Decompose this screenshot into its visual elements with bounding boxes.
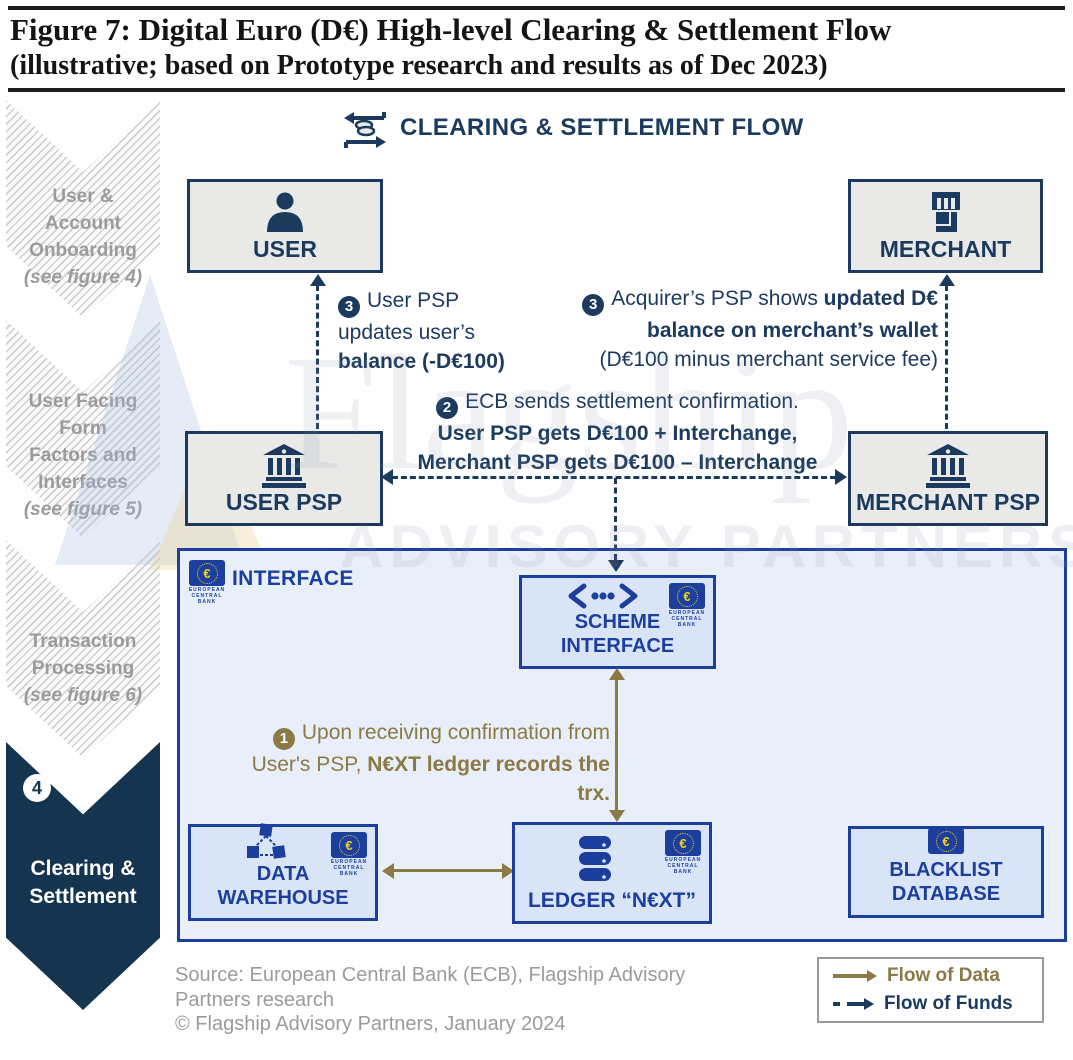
funds-line-to-scheme (614, 478, 617, 560)
funds-line-psp-to-psp (392, 476, 836, 479)
funds-arrowhead-to-merchant (939, 274, 955, 286)
source-note: Source: European Central Bank (ECB), Fla… (175, 964, 686, 1035)
funds-arrowhead-to-user-psp (381, 469, 393, 485)
data-arrowhead-right (502, 863, 514, 879)
data-flow-arrow-icon (833, 974, 867, 978)
user-box: USER (187, 179, 383, 273)
flow-title: CLEARING & SETTLEMENT FLOW (400, 114, 804, 141)
title-rule-bottom (8, 88, 1065, 92)
blacklist-database-box: € BLACKLIST DATABASE (848, 826, 1044, 918)
merchant-label: MERCHANT (879, 236, 1012, 262)
user-psp-label: USER PSP (225, 489, 343, 515)
data-warehouse-label: DATA WAREHOUSE (217, 863, 349, 909)
chevron-step-1-label: User & Account Onboarding (see figure 4) (23, 186, 143, 288)
step-2-badge: 2 (436, 396, 459, 419)
data-line-vertical (615, 678, 618, 812)
step-1-badge: 1 (272, 727, 295, 750)
chevron-step-3-label: Transaction Processing (see figure 6) (23, 631, 143, 706)
merchant-psp-label: MERCHANT PSP (855, 489, 1040, 515)
funds-arrowhead-to-scheme (608, 560, 624, 572)
ecb-logo: € (926, 828, 966, 854)
bank-icon (260, 434, 308, 489)
data-line-horizontal (392, 869, 504, 872)
api-icon (522, 578, 713, 610)
user-label: USER (253, 236, 317, 262)
storefront-icon (923, 182, 969, 236)
data-arrowhead-up (609, 668, 625, 680)
step-3-badge: 3 (338, 295, 360, 318)
legend-flow-of-funds: Flow of Funds (833, 992, 1042, 1016)
funds-arrowhead-to-merchant-psp (835, 469, 847, 485)
bank-icon (924, 434, 972, 489)
step-4-number-badge: 4 (23, 774, 51, 802)
funds-flow-arrow-icon (833, 1002, 840, 1006)
funds-line-user (316, 285, 319, 429)
database-icon (515, 825, 709, 889)
funds-arrowhead-to-user (310, 274, 326, 286)
legend: Flow of Data Flow of Funds (817, 957, 1044, 1023)
step-3-badge: 3 (582, 293, 605, 316)
figure-title: Figure 7: Digital Euro (D€) High-level C… (10, 12, 892, 47)
ledger-next-label: LEDGER “N€XT” (527, 889, 697, 912)
legend-flow-of-data: Flow of Data (833, 964, 1042, 988)
user-psp-box: USER PSP (185, 431, 383, 526)
data-arrowhead-down (609, 810, 625, 822)
ecb-logo-euro-mark: € (189, 560, 225, 586)
merchant-box: MERCHANT (848, 179, 1043, 273)
merchant-psp-box: MERCHANT PSP (848, 431, 1048, 526)
person-icon (262, 182, 308, 236)
chevron-step-2-label: User Facing Form Factors and Interfaces … (23, 391, 143, 520)
interface-label: INTERFACE (232, 567, 354, 590)
money-transfer-icon (344, 112, 386, 148)
chevron-step-4-label: Clearing & Settlement (29, 857, 137, 908)
title-rule-top (8, 6, 1065, 10)
blacklist-database-label: BLACKLIST DATABASE (889, 859, 1003, 905)
funds-line-merchant (945, 285, 948, 429)
figure-subtitle: (illustrative; based on Prototype resear… (10, 50, 828, 81)
scheme-interface-label: SCHEME INTERFACE (560, 611, 675, 657)
cubes-icon (191, 818, 375, 862)
data-arrowhead-left (382, 863, 394, 879)
